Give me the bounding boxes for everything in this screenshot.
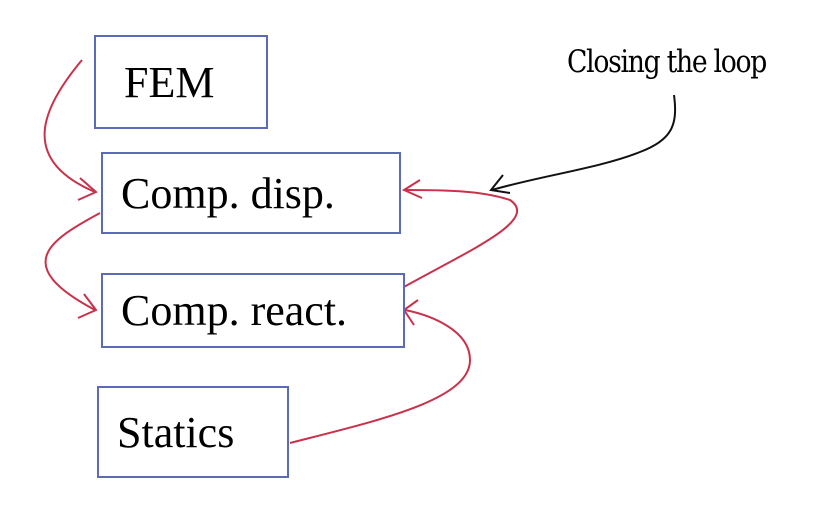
box-fem: FEM — [94, 35, 268, 129]
arrow-statics-to-react — [289, 309, 472, 444]
annotation-arrow — [491, 94, 677, 191]
box-statics-label: Statics — [117, 407, 235, 457]
arrowhead-react-to-disp — [401, 179, 423, 199]
box-comp-disp-label: Comp. disp. — [121, 168, 335, 218]
annotation-arrowhead — [489, 174, 511, 194]
box-comp-react: Comp. react. — [101, 273, 405, 348]
arrow-disp-to-react — [44, 212, 101, 311]
arrowhead-disp-to-react — [77, 293, 98, 319]
box-statics: Statics — [97, 386, 289, 478]
box-comp-react-label: Comp. react. — [121, 286, 348, 335]
arrowhead-fem-to-disp — [77, 177, 98, 201]
box-fem-label: FEM — [124, 57, 215, 107]
closing-the-loop-label: Closing the loop — [567, 44, 767, 80]
box-comp-disp: Comp. disp. — [101, 152, 401, 234]
arrow-fem-to-disp — [43, 59, 96, 193]
arrow-react-to-disp-loop — [401, 189, 519, 289]
